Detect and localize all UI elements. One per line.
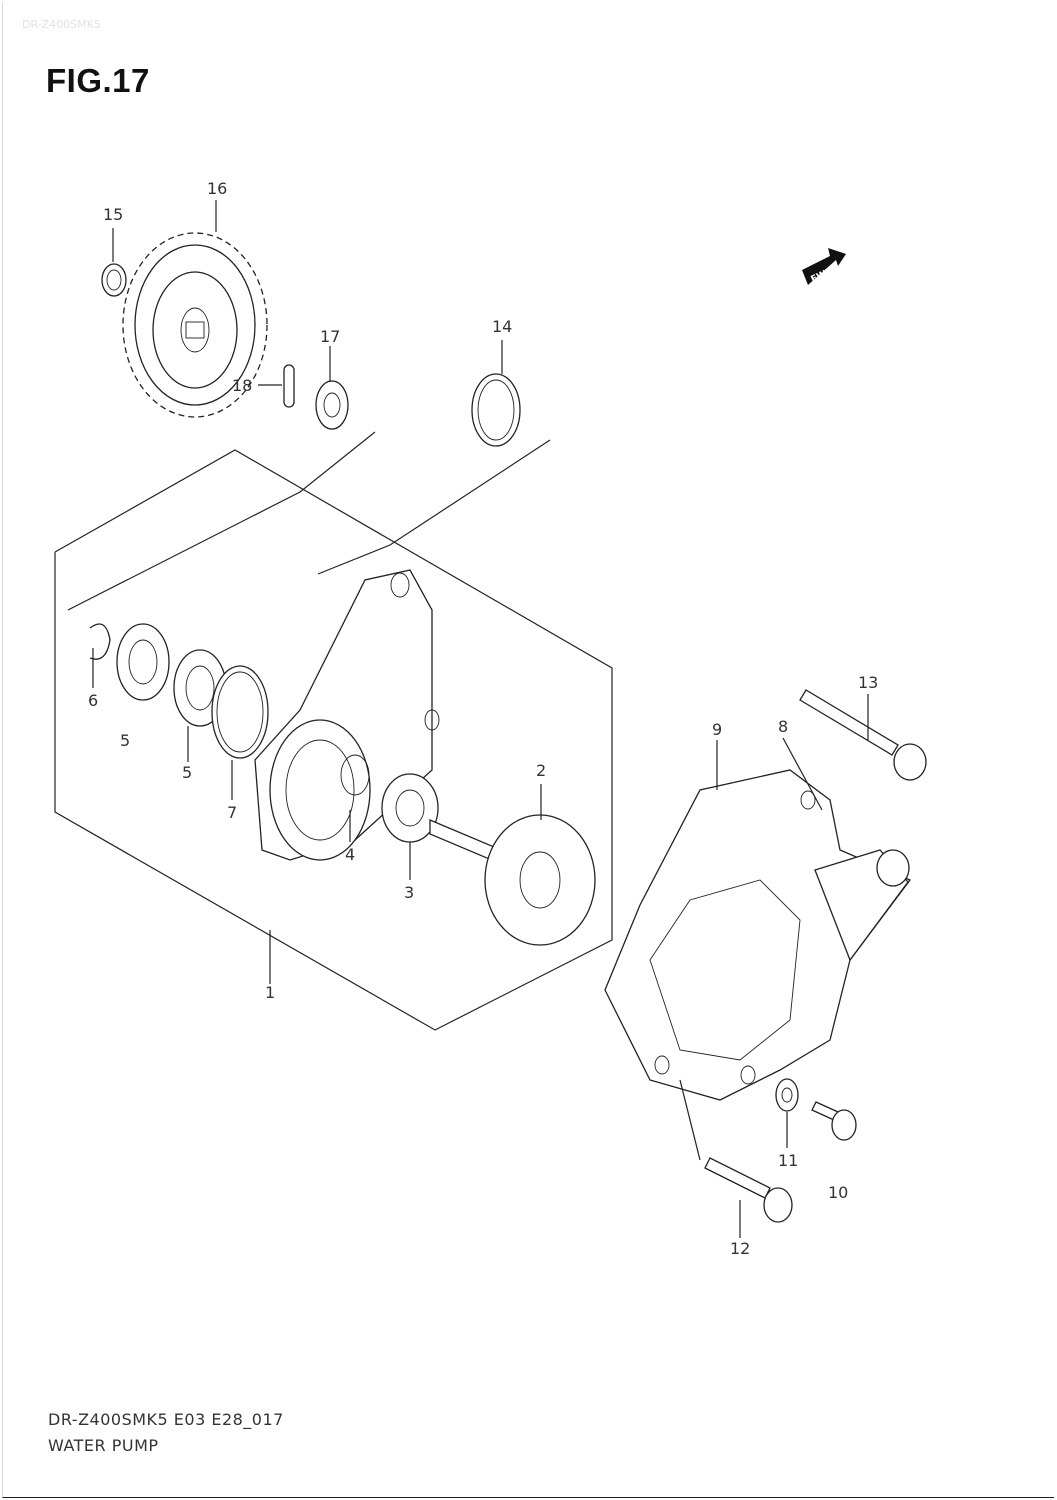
long-bolt-13 xyxy=(799,689,927,781)
drain-bolt xyxy=(811,1101,857,1141)
callout-11: 11 xyxy=(778,1151,798,1170)
callout-17: 17 xyxy=(320,327,340,346)
callout-15: 15 xyxy=(103,205,123,224)
callout-4: 4 xyxy=(345,845,355,864)
faint-header-text: DR-Z400SMK5 xyxy=(22,18,101,31)
callout-12: 12 xyxy=(730,1239,750,1258)
mechanical-seal xyxy=(381,773,439,843)
o-ring-small xyxy=(211,665,269,759)
callout-18: 18 xyxy=(232,376,252,395)
callout-7: 7 xyxy=(227,803,237,822)
callout-14: 14 xyxy=(492,317,512,336)
pin xyxy=(258,364,295,408)
gear-sprocket xyxy=(122,232,268,418)
callout-5b: 5 xyxy=(182,763,192,782)
callout-9: 9 xyxy=(712,720,722,739)
figure-title: FIG.17 xyxy=(46,62,150,99)
diagram-name: WATER PUMP xyxy=(48,1436,159,1455)
callout-8: 8 xyxy=(778,717,788,736)
impeller-shaft xyxy=(429,814,596,946)
washer xyxy=(315,380,349,430)
leader-lines xyxy=(92,200,869,1238)
bolt-12 xyxy=(704,1157,793,1223)
callout-10: 10 xyxy=(828,1183,848,1202)
circlip xyxy=(101,263,127,297)
callout-5a: 5 xyxy=(120,731,130,750)
assembly-outline xyxy=(54,431,613,1031)
callout-13: 13 xyxy=(858,673,878,692)
fwd-arrow-icon: FWD xyxy=(802,248,846,285)
callout-16: 16 xyxy=(207,179,227,198)
callout-3: 3 xyxy=(404,883,414,902)
callout-1: 1 xyxy=(265,983,275,1002)
diagram-code: DR-Z400SMK5 E03 E28_017 xyxy=(48,1410,284,1429)
o-ring-large xyxy=(471,373,521,447)
pump-cover xyxy=(604,769,912,1101)
washer-11 xyxy=(775,1078,799,1112)
bearing-outer xyxy=(116,623,170,701)
callout-labels: 1 2 3 4 5 5 6 7 8 9 10 11 12 13 14 15 16… xyxy=(88,179,878,1258)
callout-2: 2 xyxy=(536,761,546,780)
snap-ring xyxy=(89,623,111,660)
callout-6: 6 xyxy=(88,691,98,710)
